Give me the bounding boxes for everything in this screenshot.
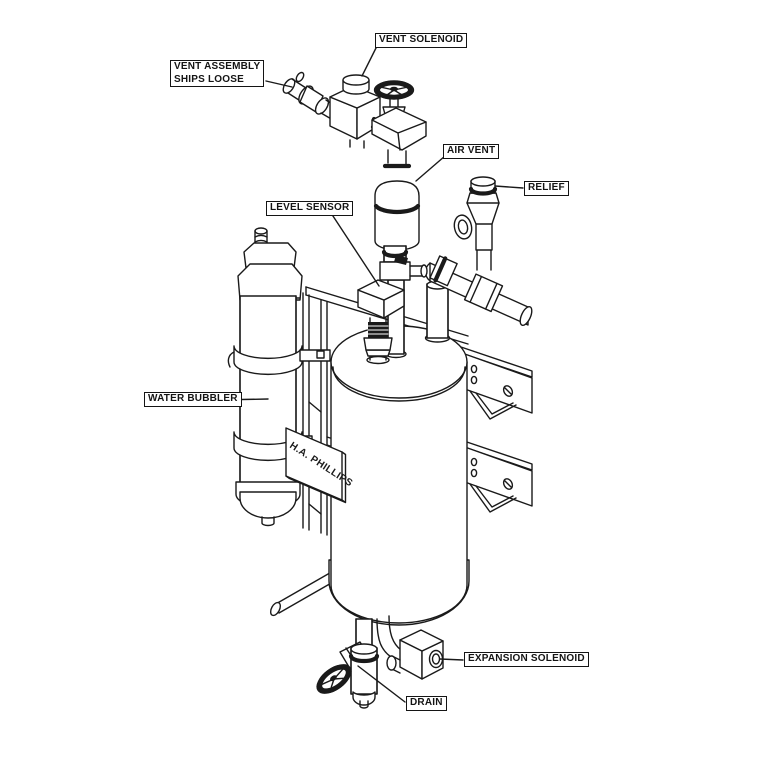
bubbler-clamp-band-upper [227, 345, 331, 376]
callout-vent-solenoid: VENT SOLENOID [375, 33, 468, 48]
wall-bracket-upper [457, 345, 533, 420]
leader-expansion-solenoid [439, 658, 464, 661]
main-tank [328, 325, 470, 626]
leader-air-vent [415, 155, 446, 182]
callout-vent-assembly-line2: SHIPS LOOSE [174, 73, 244, 85]
bottom-assembly [316, 615, 444, 709]
callout-drain: DRAIN [406, 696, 447, 711]
leader-vent-assembly [265, 80, 293, 88]
vent-inlet-fittings [282, 71, 339, 121]
callout-vent-assembly-line1: VENT ASSEMBLY [174, 61, 261, 72]
air-vent [373, 180, 428, 281]
callout-vent-assembly: VENT ASSEMBLY SHIPS LOOSE [170, 60, 265, 87]
drain-valve [316, 618, 380, 709]
water-bubbler [227, 227, 331, 527]
hand-valve [371, 80, 427, 169]
vent-assembly [282, 71, 427, 169]
callout-level-sensor: LEVEL SENSOR [266, 201, 354, 216]
level-sensor [357, 279, 405, 365]
relief-valve [453, 176, 500, 271]
callout-relief: RELIEF [524, 181, 569, 196]
callout-water-bubbler: WATER BUBBLER [144, 392, 242, 407]
leader-level-sensor [330, 212, 380, 287]
expansion-solenoid-valve [386, 629, 444, 680]
leader-drain [357, 665, 406, 703]
callout-air-vent: AIR VENT [443, 144, 500, 159]
leader-vent-solenoid [361, 45, 378, 77]
wall-bracket-lower [457, 438, 533, 513]
callout-expansion-solenoid: EXPANSION SOLENOID [464, 652, 589, 667]
relief-piping [424, 176, 533, 327]
leader-relief [494, 185, 524, 189]
